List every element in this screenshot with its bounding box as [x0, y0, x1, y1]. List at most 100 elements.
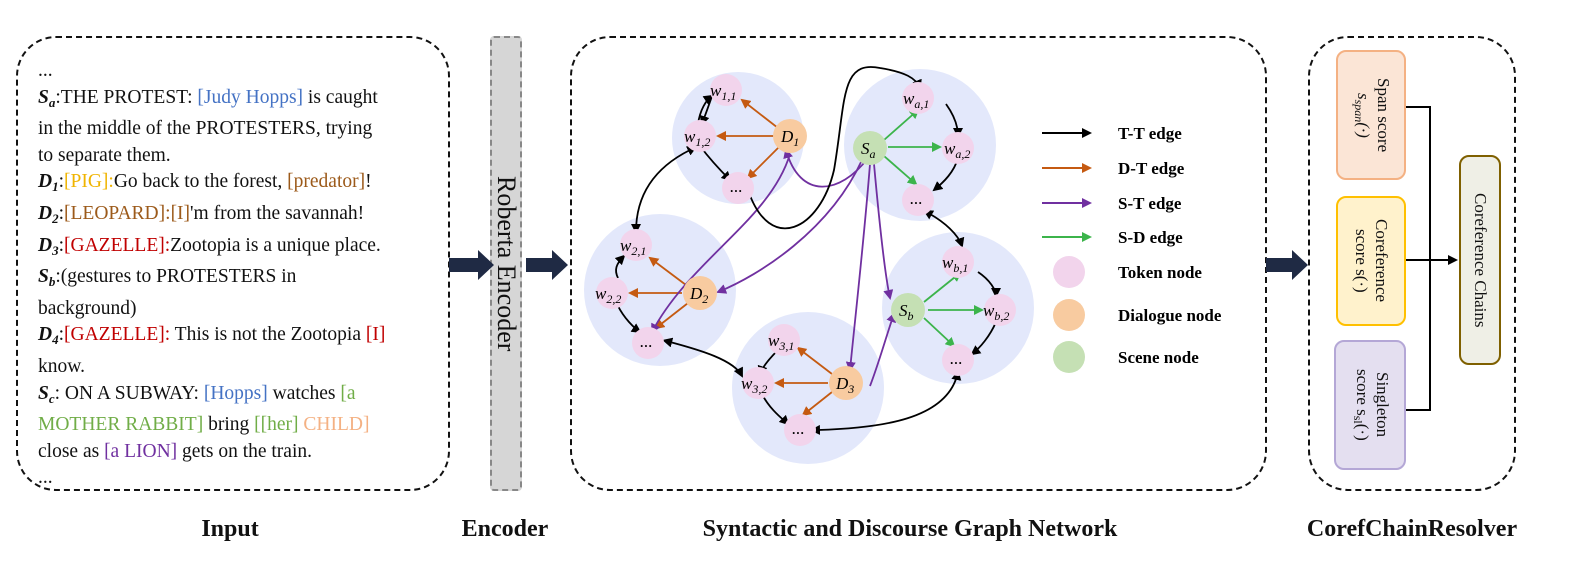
label-dots3: ... [792, 419, 805, 438]
resolver-connectors [1406, 106, 1458, 411]
mention-mother-rabbit: [a [340, 382, 356, 404]
text: bring [203, 414, 255, 436]
mention-pig: [PIG]: [64, 171, 114, 193]
token-node-dots3 [784, 414, 816, 446]
input-line-sb: Sb:(gestures to PROTESTERS in [38, 264, 448, 296]
singleton-score-arg: (·) [1353, 423, 1373, 441]
input-ellipsis-top: ... [38, 60, 53, 81]
label-dots2: ... [640, 332, 653, 351]
sep: : [58, 234, 65, 256]
input-script-text: ... Sa:THE PROTEST: [Judy Hopps] is caug… [38, 58, 448, 492]
label-dotsa: ... [910, 189, 923, 208]
mention-hopps: [Hopps] [203, 382, 268, 404]
label-wb2: wb,2 [983, 301, 1009, 323]
caption-encoder: Encoder [461, 516, 549, 542]
legend-dt-label: D-T edge [1118, 159, 1185, 178]
label-w31: w3,1 [768, 331, 794, 353]
token-node-w31 [768, 324, 800, 356]
text: watches [267, 382, 341, 404]
input-line-sc-2: MOTHER RABBIT] bring [[her] CHILD] [38, 412, 448, 439]
node-labels: w1,1 w1,2 D1 ... Sa wa,1 wa,2 ... w2,1 w… [595, 81, 1009, 438]
label-w21: w2,1 [620, 236, 646, 258]
text: 'm from the savannah! [190, 202, 365, 224]
mention-i: [I] [170, 202, 191, 224]
legend-token-label: Token node [1118, 263, 1202, 282]
coreference-chains-label: Coreference Chains [1471, 192, 1490, 328]
token-node-w11 [710, 74, 742, 106]
speaker-d2: D [38, 202, 53, 224]
legend-sd-label: S-D edge [1118, 228, 1183, 247]
legend: T-T edge D-T edge S-T edge S-D edge Toke… [1042, 124, 1222, 373]
legend-dialogue-label: Dialogue node [1118, 306, 1222, 325]
cluster-sb [882, 232, 1034, 384]
text: This is not the Zootopia [170, 324, 366, 346]
caption-coref-resolver: CorefChainResolver [1306, 516, 1518, 542]
coreference-chains-box: Coreference Chains [1459, 155, 1501, 365]
label-d2: D2 [689, 284, 708, 306]
label-wb1: wb,1 [942, 253, 968, 275]
scene-node-sb [891, 293, 925, 327]
text: THE PROTEST: [60, 86, 198, 108]
mention-i: [I] [365, 324, 386, 346]
token-node-wa2 [942, 132, 974, 164]
text: is caught [303, 86, 378, 108]
span-score-sub: span [1351, 99, 1366, 122]
mention-leopard: [LEOPARD]: [64, 202, 171, 224]
label-d1: D1 [780, 127, 799, 149]
token-node-wb1 [942, 246, 974, 278]
mention-judy-hopps: [Judy Hopps] [197, 86, 304, 108]
sep: : [55, 86, 61, 108]
singleton-score-symbol: score s [1353, 369, 1373, 416]
speaker-sa: S [38, 86, 49, 108]
speaker-d1: D [38, 171, 53, 193]
legend-tt-label: T-T edge [1118, 124, 1182, 143]
speaker-d1-sub: 1 [52, 179, 59, 195]
input-ellipsis-bottom: ... [38, 467, 53, 489]
input-line-d4-2: know. [38, 355, 85, 377]
input-line-sc-3: close as [a LION] gets on the train. [38, 439, 448, 466]
nodes [596, 74, 1016, 446]
sep: : ON A SUBWAY: [54, 382, 204, 404]
label-sa: Sa [861, 139, 876, 161]
legend-scene-label: Scene node [1118, 348, 1199, 367]
token-node-w12 [684, 120, 716, 152]
speaker-sc-sub: c [48, 390, 55, 406]
coref-score-label: Coreference [1372, 219, 1391, 303]
input-line-sa-2: in the middle of the PROTESTERS, trying [38, 118, 373, 140]
label-sb: Sb [899, 301, 914, 323]
token-node-wa1 [902, 82, 934, 114]
label-dots1: ... [730, 177, 743, 196]
legend-scene-node [1053, 341, 1085, 373]
flow-arrows [449, 250, 1308, 280]
speaker-d4: D [38, 324, 53, 346]
token-node-w32 [742, 367, 774, 399]
sep: : [58, 171, 65, 193]
coref-resolver-panel [1308, 36, 1516, 491]
input-line-sb-2: background) [38, 297, 137, 319]
speaker-sa-sub: a [48, 94, 56, 110]
text: close as [38, 440, 105, 462]
token-node-dotsb [942, 344, 974, 376]
mention-lion: [a LION] [104, 440, 178, 462]
input-line-d4: D4:[GAZELLE]: This is not the Zootopia [… [38, 322, 448, 354]
sd-edges [883, 108, 984, 348]
input-line-d3: D3:[GAZELLE]:Zootopia is a unique place. [38, 233, 448, 265]
text: Zootopia is a unique place. [170, 234, 381, 256]
token-node-wb2 [984, 294, 1016, 326]
scene-node-sa [853, 131, 887, 165]
speaker-sb: S [38, 266, 49, 288]
speaker-sb-sub: b [48, 274, 56, 290]
token-node-dots1 [722, 172, 754, 204]
legend-st-label: S-T edge [1118, 194, 1182, 213]
label-w22: w2,2 [595, 284, 621, 306]
mention-mother-rabbit: MOTHER RABBIT] [38, 414, 204, 436]
sep: : [58, 202, 65, 224]
input-line-sc: Sc: ON A SUBWAY: [Hopps] watches [a [38, 381, 448, 413]
label-w11: w1,1 [710, 81, 736, 103]
input-line-sa: Sa:THE PROTEST: [Judy Hopps] is caught [38, 85, 448, 117]
arrow-input-to-encoder [449, 250, 494, 280]
singleton-score-sub: sl [1350, 415, 1365, 424]
input-line-d2: D2:[LEOPARD]:[I]'m from the savannah! [38, 201, 448, 233]
